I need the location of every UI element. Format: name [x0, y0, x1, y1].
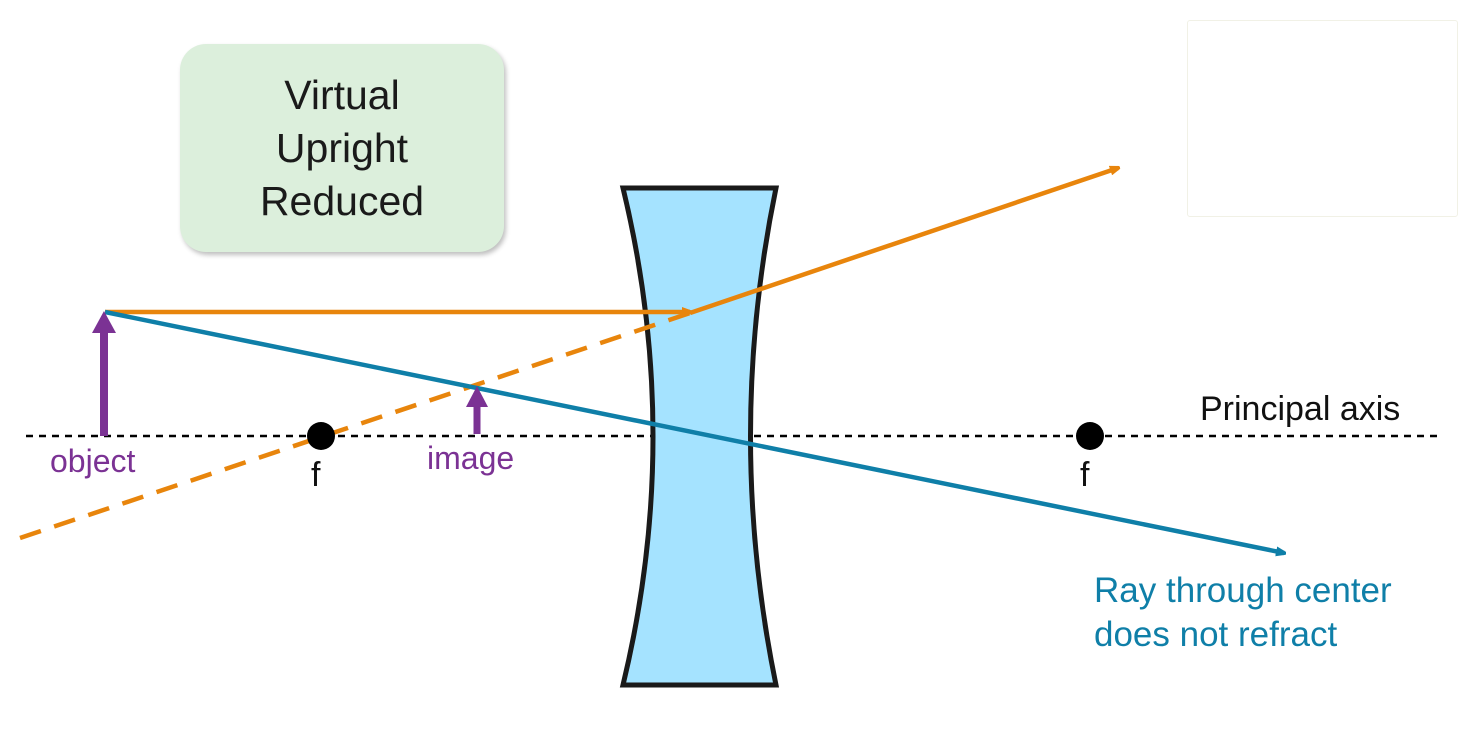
- blank-panel: [1187, 20, 1458, 217]
- concave-lens: [619, 185, 780, 688]
- focal-point-left: [307, 422, 335, 450]
- refracted-ray: [689, 168, 1118, 316]
- object-arrow-head: [92, 311, 116, 333]
- ray-note-line2: does not refract: [1094, 615, 1338, 654]
- image-label: image: [427, 440, 515, 476]
- property-upright: Upright: [275, 124, 409, 171]
- virtual-ray-extension: [19, 309, 694, 541]
- property-reduced: Reduced: [259, 177, 425, 224]
- object-label: object: [50, 443, 136, 479]
- focal-label-left: f: [311, 456, 321, 494]
- principal-axis-label: Principal axis: [1200, 390, 1401, 428]
- focal-label-right: f: [1080, 456, 1090, 494]
- image-properties-box: Virtual Upright Reduced: [180, 44, 504, 252]
- focal-point-right: [1076, 422, 1104, 450]
- image-arrow-head: [466, 386, 488, 407]
- center-ray: [104, 309, 1284, 553]
- ray-note-line1: Ray through center: [1094, 571, 1392, 610]
- property-virtual: Virtual: [284, 71, 400, 118]
